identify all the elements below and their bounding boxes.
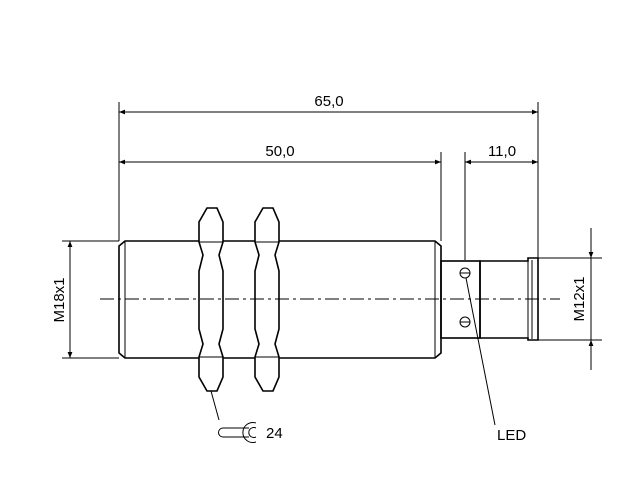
led-callout: LED — [465, 277, 526, 444]
dimension-overall-length: 65,0 — [119, 93, 538, 115]
led-indicator-bottom-icon — [459, 316, 471, 328]
mounting-nut-right — [254, 207, 280, 392]
connector-length-label: 11,0 — [488, 143, 516, 160]
connector-thread-label: M12x1 — [571, 276, 588, 321]
wrench-size-callout: 24 — [210, 390, 283, 443]
dimension-body-thread: M18x1 — [51, 241, 73, 358]
led-indicator-top-icon — [459, 267, 471, 279]
wrench-size-label: 24 — [266, 425, 283, 442]
led-label: LED — [497, 427, 526, 444]
extension-lines — [62, 102, 602, 359]
dimension-connector-length: 11,0 — [465, 143, 538, 165]
overall-length-label: 65,0 — [314, 93, 343, 110]
thread-length-label: 50,0 — [265, 143, 294, 160]
dimension-thread-length: 50,0 — [119, 143, 441, 165]
body-thread-label: M18x1 — [51, 277, 68, 322]
wrench-icon — [218, 422, 257, 443]
dimension-connector-thread: M12x1 — [571, 228, 594, 370]
